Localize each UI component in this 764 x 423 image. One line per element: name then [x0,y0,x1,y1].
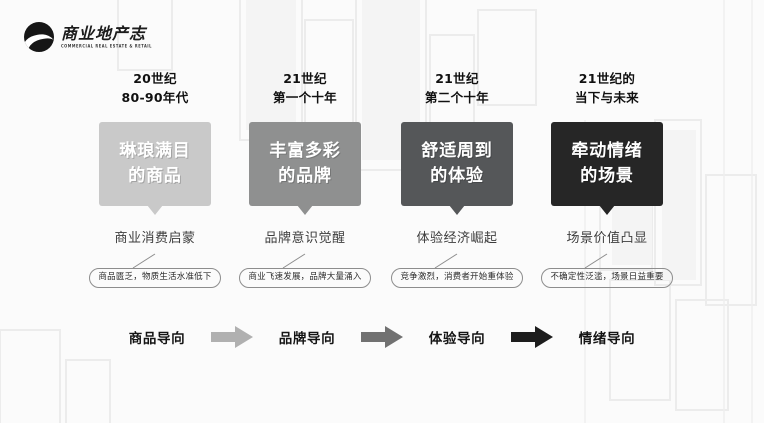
phase-box-line-1: 丰富多彩 [269,141,341,162]
brand-logo: 商业地产志 COMMERCIAL REAL ESTATE & RETAIL [24,22,152,52]
flow-label-2: 品牌导向 [278,331,336,347]
phase-box-line-2: 的场景 [580,165,634,186]
phase-column-1: 20世纪 80-90年代 琳琅满目 的商品 商业消费启蒙 商品匮乏，物质生活水准… [65,70,245,288]
circle-swoosh-logo-icon [24,22,54,52]
callout-leader-line-icon [431,253,461,269]
phase-box-wrap: 琳琅满目 的商品 [65,121,245,215]
phase-box: 琳琅满目 的商品 [99,121,211,215]
flow-label-3: 体验导向 [428,331,486,347]
flow-label-4: 情绪导向 [578,331,636,347]
brand-name-en: COMMERCIAL REAL ESTATE & RETAIL [61,43,153,49]
orientation-flow: 商品导向 品牌导向 体验导向 情绪导向 [0,326,764,348]
phase-box-line-1: 舒适周到 [421,141,493,162]
phase-pill: 商品匮乏，物质生活水准低下 [89,267,221,288]
phase-box-line-2: 的商品 [128,165,182,186]
callout-leader-line-icon [129,253,159,269]
phase-box-pointer-icon [449,204,465,215]
phase-pill: 不确定性泛滥，场景日益重要 [541,267,673,288]
era-line-1: 21世纪 [283,71,327,86]
brand-name-cn: 商业地产志 [61,23,147,43]
phase-box-line-1: 牵动情绪 [571,141,643,162]
phase-pill-wrap: 不确定性泛滥，场景日益重要 [517,253,697,288]
era-heading: 20世纪 80-90年代 [65,70,245,108]
phase-caption: 场景价值凸显 [566,230,648,246]
era-line-1: 21世纪 [435,71,479,86]
phase-box-wrap: 牵动情绪 的场景 [517,121,697,215]
phase-box-line-1: 琳琅满目 [119,141,191,162]
era-line-2: 80-90年代 [121,89,189,105]
phase-pill: 商业飞速发展，品牌大量涌入 [239,267,371,288]
phase-caption: 品牌意识觉醒 [264,230,346,246]
phase-column-4: 21世纪的 当下与未来 牵动情绪 的场景 场景价值凸显 不确定性泛滥，场景日益重… [517,70,697,288]
phase-box-line-2: 的品牌 [278,165,332,186]
phase-box: 丰富多彩 的品牌 [249,121,361,215]
right-arrow-icon-2 [357,326,407,348]
phase-pill: 竞争激烈，消费者开始重体验 [391,267,523,288]
phase-box: 牵动情绪 的场景 [551,121,663,215]
phase-box-pointer-icon [297,204,313,215]
right-arrow-icon-1 [207,326,257,348]
phase-box-pointer-icon [147,204,163,215]
callout-leader-line-icon [279,253,309,269]
era-line-1: 20世纪 [133,71,177,86]
era-heading: 21世纪的 当下与未来 [517,70,697,108]
era-line-2: 当下与未来 [574,89,639,105]
right-arrow-icon-3 [507,326,557,348]
flow-label-1: 商品导向 [128,331,186,347]
phase-box-pointer-icon [599,204,615,215]
phase-box-line-2: 的体验 [430,165,484,186]
phase-caption: 商业消费启蒙 [114,230,196,246]
callout-leader-line-icon [581,253,611,269]
phase-caption: 体验经济崛起 [416,230,498,246]
era-line-1: 21世纪的 [578,71,636,86]
phase-box: 舒适周到 的体验 [401,121,513,215]
